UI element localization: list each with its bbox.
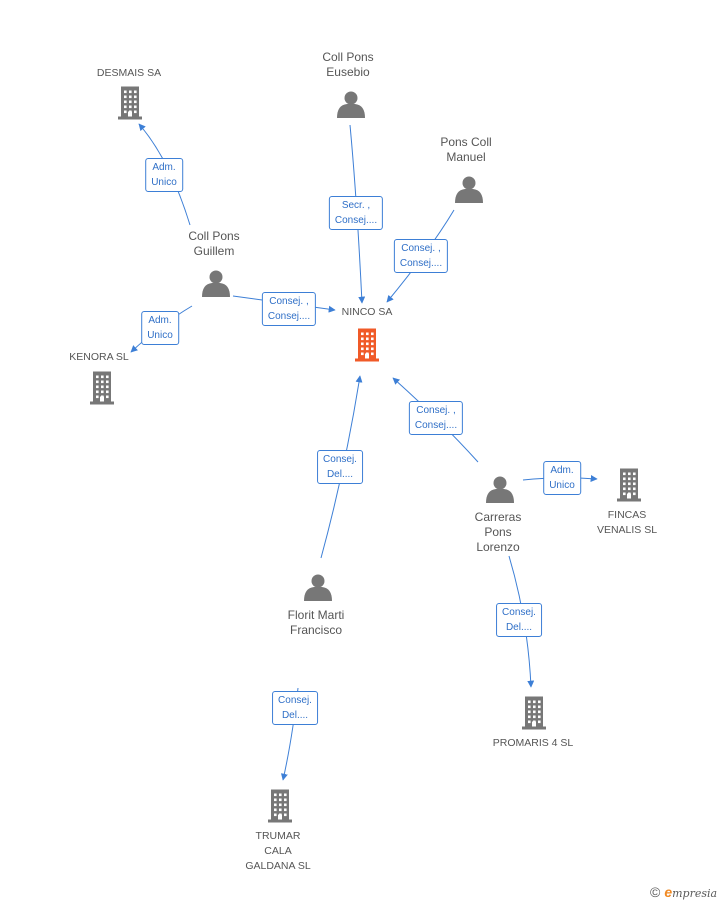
node-label-line: Carreras (474, 510, 522, 524)
company-label-trumar[interactable]: TRUMAR CALA GALDANA SL (245, 829, 310, 874)
company-label-fincas[interactable]: FINCAS VENALIS SL (597, 508, 657, 538)
relation-label-line: Consej. (278, 695, 312, 706)
relation-label-line: Consej.... (414, 420, 458, 431)
relation-label-line: Consej.... (399, 258, 443, 269)
relation-label-line: Adm. (148, 315, 172, 326)
node-label-line: VENALIS SL (596, 524, 658, 536)
company-label-ninco[interactable]: NINCO SA (342, 305, 393, 320)
relation-label-line: Consej.... (334, 215, 378, 226)
node-label-line: Florit Marti (287, 608, 345, 622)
node-label-line: FINCAS (607, 509, 647, 521)
relation-label-line: Consej. , (416, 405, 456, 416)
relation-label-florit-trumar[interactable]: Consej. Del.... (272, 691, 318, 725)
person-icon-guillem[interactable] (202, 270, 230, 298)
person-icon-lorenzo[interactable] (486, 476, 514, 504)
relation-label-line: Consej. (502, 607, 536, 618)
node-label-line: Guillem (193, 244, 235, 258)
relation-label-line: Adm. (152, 162, 176, 173)
relation-label-line: Unico (549, 480, 575, 491)
relation-label-line: Consej. , (401, 243, 441, 254)
company-label-kenora[interactable]: KENORA SL (69, 350, 129, 365)
node-label-line: GALDANA SL (245, 860, 311, 872)
empresia-logo-name: mpresia (672, 887, 718, 900)
person-icon-manuel[interactable] (455, 176, 483, 204)
empresia-logo-initial: e (664, 884, 673, 900)
node-label-line: Manuel (446, 150, 486, 164)
relation-label-lorenzo-fincas[interactable]: Adm. Unico (543, 461, 581, 495)
relation-label-line: Secr. , (341, 200, 371, 211)
node-label-line: PROMARIS 4 SL (492, 737, 574, 749)
company-label-promaris[interactable]: PROMARIS 4 SL (493, 736, 574, 751)
relation-label-line: Adm. (550, 465, 574, 476)
relation-label-florit-ninco[interactable]: Consej. Del.... (317, 450, 363, 484)
relation-label-manuel-ninco[interactable]: Consej. , Consej.... (393, 239, 449, 273)
person-icon-florit[interactable] (304, 574, 332, 602)
relation-label-lorenzo-ninco[interactable]: Consej. , Consej.... (408, 401, 464, 435)
node-label-line: TRUMAR (255, 830, 301, 842)
node-label-line: KENORA SL (69, 351, 129, 363)
relation-label-line: Del.... (281, 710, 309, 721)
node-label-line: Pons Coll (440, 135, 492, 149)
node-label-line: Coll Pons (322, 50, 374, 64)
relation-label-line: Consej. (323, 454, 357, 465)
relation-label-line: Del.... (326, 469, 354, 480)
node-label-line: NINCO SA (341, 306, 393, 318)
building-icon-ninco[interactable] (355, 328, 379, 362)
relation-label-guillem-desmais[interactable]: Adm. Unico (145, 158, 183, 192)
building-icon-fincas[interactable] (617, 468, 641, 502)
copyright-icon: © (650, 884, 661, 900)
node-label-line: Pons (484, 525, 512, 539)
node-label-line: Coll Pons (188, 229, 240, 243)
person-icon-eusebio[interactable] (337, 91, 365, 119)
relation-label-guillem-ninco[interactable]: Consej. , Consej.... (261, 292, 317, 326)
relation-label-eusebio-ninco[interactable]: Secr. , Consej.... (328, 196, 384, 230)
node-icons (90, 86, 641, 823)
node-label-line: Eusebio (326, 65, 370, 79)
node-label-line: Lorenzo (476, 540, 520, 554)
company-label-desmais[interactable]: DESMAIS SA (97, 66, 161, 81)
node-label-line: DESMAIS SA (96, 67, 162, 79)
building-icon-promaris[interactable] (522, 696, 546, 730)
relation-label-lorenzo-promaris[interactable]: Consej. Del.... (496, 603, 542, 637)
relation-label-guillem-kenora[interactable]: Adm. Unico (141, 311, 179, 345)
node-label-line: CALA (264, 845, 292, 857)
building-icon-kenora[interactable] (90, 371, 114, 405)
empresia-brand[interactable]: ©empresia (650, 884, 717, 900)
relation-label-line: Del.... (505, 622, 533, 633)
building-icon-desmais[interactable] (118, 86, 142, 120)
relation-label-line: Unico (151, 177, 177, 188)
relation-label-line: Consej. , (269, 296, 309, 307)
node-label-line: Francisco (289, 623, 343, 637)
building-icon-trumar[interactable] (268, 789, 292, 823)
relation-label-line: Unico (147, 330, 173, 341)
relation-label-line: Consej.... (267, 311, 311, 322)
